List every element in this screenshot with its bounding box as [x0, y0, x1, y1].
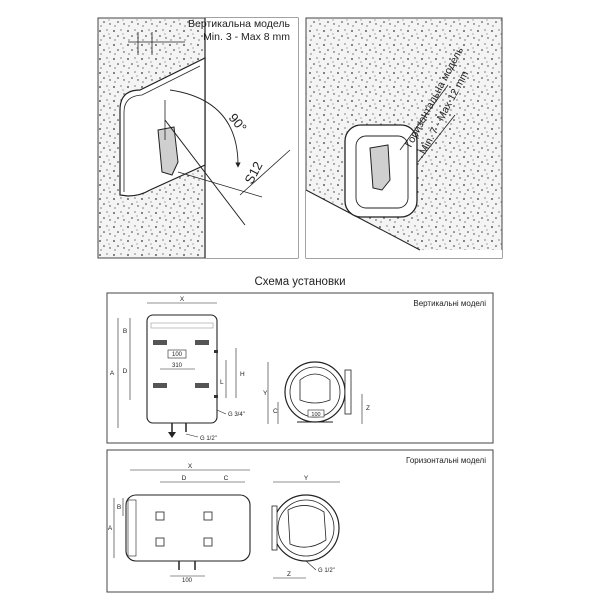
h-dim-d: D: [182, 475, 187, 482]
vertical-model-label: Вертикальна модель: [188, 18, 291, 30]
h-dim-z: Z: [287, 571, 291, 578]
horizontal-side-view: [272, 494, 340, 562]
h-dim-a: A: [108, 525, 113, 532]
g12-label-horizontal: G 1/2": [318, 568, 335, 574]
dim-l: L: [220, 379, 224, 386]
vertical-models-panel: Вертикальні моделі X A B D 100 310 H L: [106, 292, 494, 444]
dim-c: C: [273, 408, 278, 415]
dim-y: Y: [263, 390, 268, 397]
hook-icon: [369, 144, 391, 191]
h-dim-x: X: [188, 463, 193, 470]
horizontal-panel-title: Горизонтальні моделі: [406, 456, 486, 465]
dim-100: 100: [172, 352, 183, 358]
dim-b: B: [123, 328, 127, 335]
vertical-panel-title: Вертикальні моделі: [413, 299, 486, 308]
dim-d: D: [123, 368, 128, 375]
g12-label-vertical: G 1/2": [200, 436, 217, 442]
h-dim-y: Y: [304, 475, 309, 482]
horizontal-tank: [125, 494, 251, 562]
g34-label: G 3/4": [228, 412, 245, 418]
top-right-panel: Горизонтальна модель Min. 7 - Max 12 mm: [305, 17, 503, 259]
top-left-panel: Вертикальна модель Min. 3 - Max 8 mm 90°…: [97, 17, 299, 259]
dim-z: Z: [366, 405, 370, 412]
dim-100-side: 100: [311, 412, 320, 418]
horizontal-models-panel: Горизонтальні моделі X D C A B 100 Y: [106, 449, 494, 593]
dim-310: 310: [172, 363, 183, 369]
dim-h: H: [240, 371, 245, 378]
dim-x: X: [180, 296, 185, 303]
h-dim-b: B: [117, 504, 121, 511]
h-dim-100: 100: [182, 578, 193, 584]
h-dim-c: C: [224, 475, 229, 482]
section-title: Схема установки: [254, 276, 345, 288]
dim-a: A: [110, 370, 115, 377]
vertical-range-label: Min. 3 - Max 8 mm: [203, 31, 290, 43]
